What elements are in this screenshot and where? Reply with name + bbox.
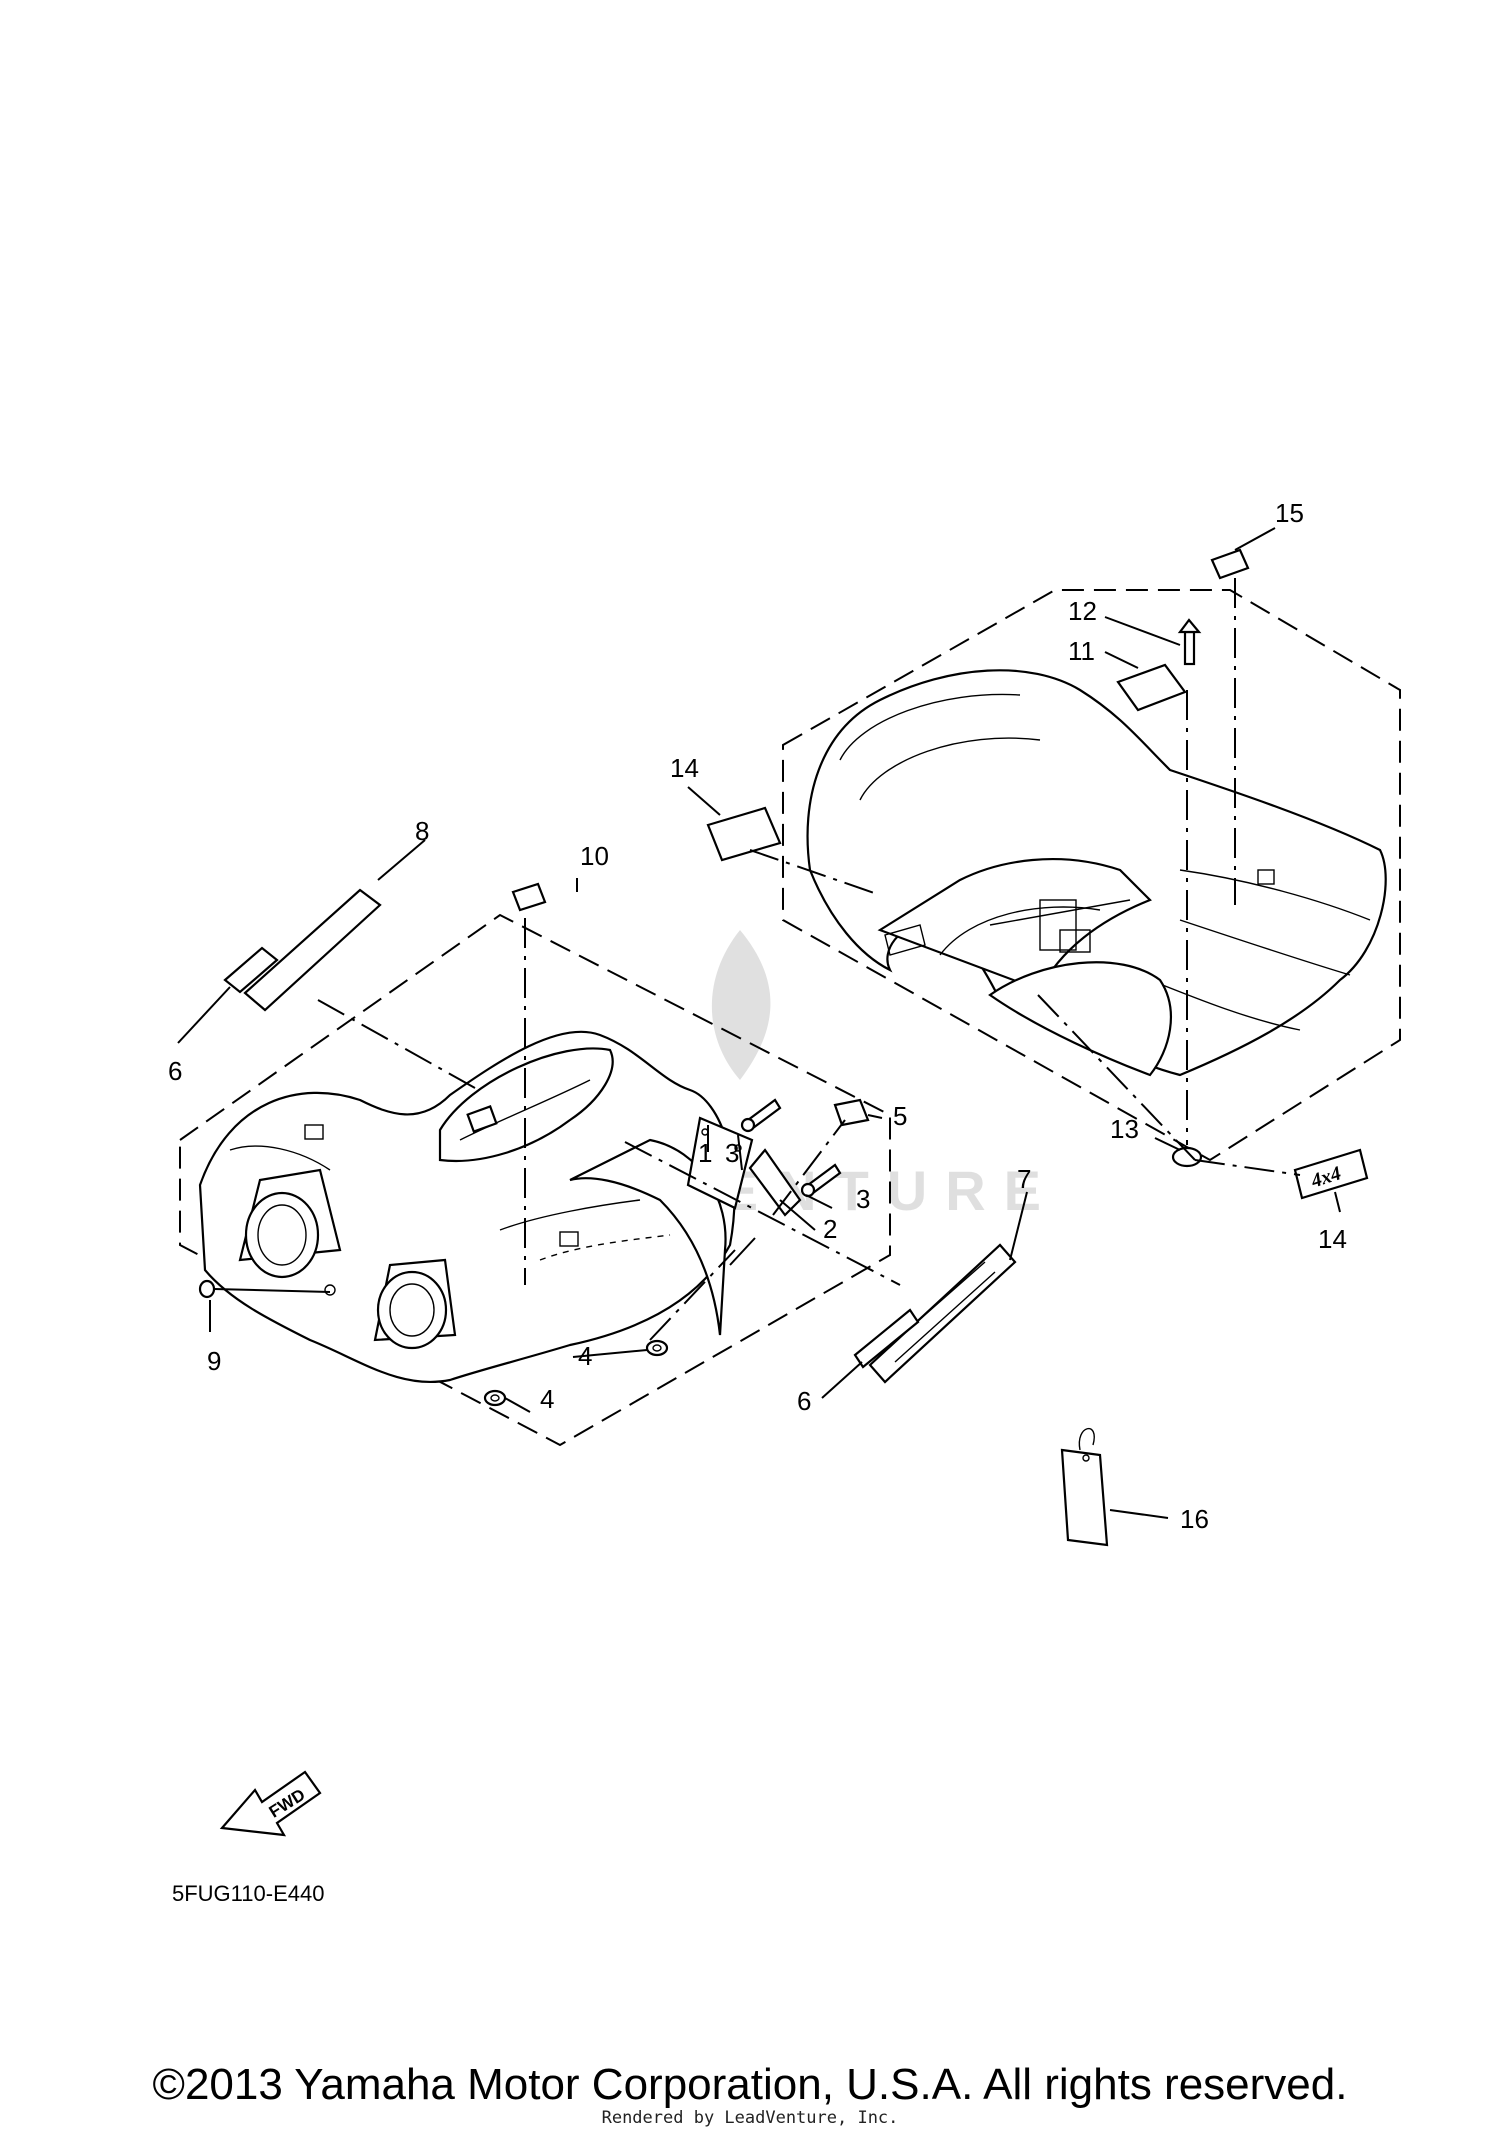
grommet-4b	[483, 1389, 507, 1407]
callout-9: 9	[207, 1346, 221, 1376]
screw-12	[1177, 618, 1202, 666]
callout-15: 15	[1275, 498, 1304, 528]
callout-10: 10	[580, 841, 609, 871]
callout-4b: 4	[540, 1384, 554, 1414]
callout-16: 16	[1180, 1504, 1209, 1534]
callout-12: 12	[1068, 596, 1097, 626]
graphic-7	[868, 1243, 1017, 1384]
leader-lines	[177, 527, 1341, 1519]
clip-9	[198, 1279, 216, 1299]
bracket-parts	[686, 1116, 802, 1266]
plate-11	[1116, 663, 1187, 712]
front-fender	[198, 1030, 736, 1384]
copyright-notice: ©2013 Yamaha Motor Corporation, U.S.A. A…	[152, 2060, 1348, 2109]
rivet-parts	[740, 1098, 842, 1198]
rendered-by-notice: Rendered by LeadVenture, Inc.	[601, 2108, 899, 2128]
callout-3a: 3	[725, 1138, 739, 1168]
fwd-arrow-icon: FWD	[219, 1770, 322, 1837]
front-fender-enclosure	[179, 913, 891, 1447]
callout-6b: 6	[797, 1386, 811, 1416]
graphic-8	[243, 888, 382, 1012]
diagram-code: 5FUG110-E440	[172, 1881, 324, 1906]
decal-14a	[706, 806, 782, 862]
grommet-4a	[645, 1339, 669, 1357]
callout-11: 11	[1068, 636, 1095, 666]
callout-6a: 6	[168, 1056, 182, 1086]
tag-16	[1060, 1427, 1109, 1547]
rear-fender-enclosure	[782, 589, 1401, 1162]
callout-2: 2	[823, 1214, 837, 1244]
phantom-lines	[317, 578, 1301, 1341]
decal-5	[833, 1098, 870, 1127]
callout-1: 1	[698, 1138, 712, 1168]
callout-8: 8	[415, 816, 429, 846]
callout-14b: 14	[1318, 1224, 1347, 1254]
callout-13: 13	[1110, 1114, 1139, 1144]
grommet-13	[1171, 1146, 1203, 1168]
callout-4a: 4	[578, 1341, 592, 1371]
decal-10	[511, 882, 547, 912]
callout-3b: 3	[856, 1184, 870, 1214]
emblem-6a	[223, 946, 279, 994]
rear-fender	[806, 669, 1387, 1077]
emblem-4x4: 4x4	[1293, 1148, 1369, 1200]
decal-15	[1210, 548, 1250, 580]
callout-5: 5	[893, 1101, 907, 1131]
callout-7: 7	[1017, 1164, 1031, 1194]
callout-14a: 14	[670, 753, 699, 783]
